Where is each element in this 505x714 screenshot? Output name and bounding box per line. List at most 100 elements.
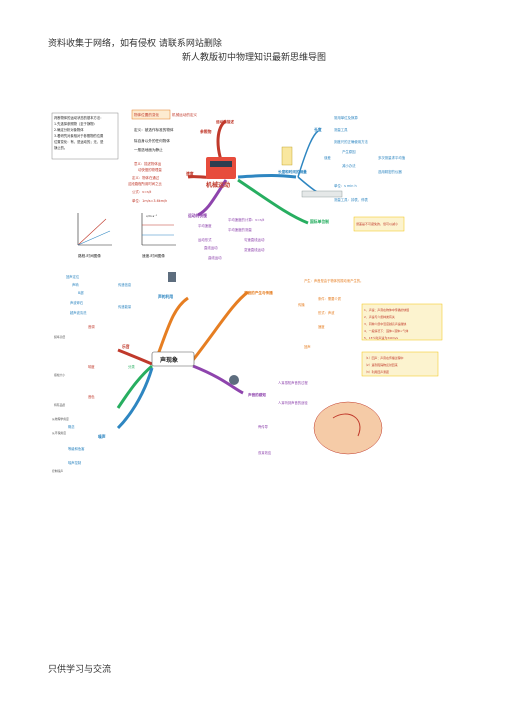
use-item: B超: [78, 290, 84, 295]
noise-item: 等级和危害: [68, 446, 85, 451]
speed-note: 2、声速与介质种类有关: [364, 314, 395, 319]
speed-item: 定义：物体在通过: [132, 175, 160, 180]
length-item: 多次测量求平均值: [378, 155, 406, 160]
production-item: 形式：声波: [318, 310, 335, 315]
measure-note: 误差是不可避免的，但可以减小: [356, 221, 398, 226]
use-item: 回声定位: [66, 274, 80, 279]
si-node: 国际单位制: [310, 219, 329, 224]
mt-item: 平均速度: [198, 223, 212, 228]
center-node: 机械运动: [206, 181, 230, 189]
speed-note: 5、15℃时声速为340m/s: [364, 335, 399, 340]
note-line: 静止的。: [54, 145, 67, 150]
motion-item: 机械运动的定义: [172, 112, 198, 117]
reception-item: 人耳听到声音的途径: [278, 400, 308, 405]
echo-note: （3）利用回声测距: [364, 369, 389, 374]
production-item: 条件：需要介质: [318, 296, 342, 301]
length-item: 减小办法: [342, 163, 356, 168]
speed-note: 1、声速：声音在物体中传播的快慢: [364, 307, 409, 312]
length-item: 刻度尺的正确使用方法: [334, 139, 369, 144]
motion-item: 定义：被选作标准的物体: [134, 127, 174, 132]
note-box: [51, 112, 119, 160]
mt-item: 直线运动: [204, 245, 218, 250]
use-item: 声波碎石: [70, 300, 84, 305]
speed-item: 这段路程所用时间之比: [128, 181, 163, 186]
use-item: 声呐: [72, 282, 79, 287]
car-icon: [210, 161, 232, 167]
time-item: 单位：s min h: [334, 183, 357, 188]
echo-note-box: [361, 351, 439, 377]
mt-item: 曲线运动: [208, 255, 222, 260]
footer-note: 只供学习与交流: [48, 665, 112, 675]
mt-item: 运动形式: [198, 237, 212, 242]
note-line: 1.先选择参照物（至于静物）: [54, 121, 97, 126]
ear-icon: [313, 401, 383, 455]
graph-title: 路程-时间图像: [78, 253, 101, 258]
reception-item: 双耳效应: [258, 450, 272, 455]
center-node: 声现象: [159, 356, 178, 364]
motion-item: 除自身以外的任何物体: [134, 138, 170, 143]
speed-note: 3、同种介质中温度越高声速越快: [364, 321, 406, 326]
features-branch: 乐音: [122, 344, 130, 349]
mt-item: 变速直线运动: [244, 247, 265, 252]
graph-label: v/m·s⁻¹: [146, 214, 158, 218]
time-item: 测量工具：钟表、停表: [334, 197, 369, 202]
ruler-icon: [281, 146, 293, 166]
production-branch: 声音的产生与传播: [243, 290, 273, 295]
note-line: 2.确定分析对象物体: [54, 127, 84, 132]
measure-branch: 长度和时间的测量: [278, 169, 307, 174]
speed-note-box: [361, 303, 443, 341]
noise-item: 噪声控制: [68, 460, 82, 465]
feature-label: 特有品质: [54, 403, 65, 407]
motion-branch: 运动的描述: [216, 119, 234, 124]
motion-item: 参照物: [199, 129, 212, 134]
microphone-icon: [229, 375, 239, 385]
noise-branch: 噪声: [98, 434, 106, 439]
noise-label: 控制噪声: [52, 469, 63, 473]
note-line: 判断物体的运动状态的基本方法：: [54, 115, 103, 120]
speed-item: 公式：v=s/t: [132, 189, 152, 194]
noise-label: 从物理学角度: [52, 417, 69, 421]
production-item: 传播: [298, 302, 305, 307]
note-line: 位置变化：有，是运动的；无，是: [54, 139, 104, 144]
speed-note: 4、一般情况下：固体>液体>气体: [364, 328, 408, 333]
classify-label: 分类: [128, 364, 135, 369]
motion-tag: 物体位置的变化: [134, 112, 160, 117]
mt-item: 平均速度的计算：v=s/t: [228, 217, 265, 222]
feature-item: 音调: [88, 324, 95, 329]
length-item: 选用精密的仪器: [378, 169, 402, 174]
sound-mindmap: 声现象 声的利用 回声定位 声呐 B超 传递信息 声波碎石 超声波清洗 传递能量…: [48, 268, 457, 480]
feature-label: 振幅大小: [54, 373, 65, 377]
feature-label: 频率高低: [54, 335, 65, 339]
graph-title: 速度-时间图像: [142, 253, 165, 258]
production-item: 产生：声音是由于物体的振动而产生的。: [304, 278, 363, 283]
use-branch: 声的利用: [158, 294, 173, 299]
use-item: 传递能量: [118, 304, 132, 309]
length-item: 测量工具: [334, 127, 348, 132]
reception-branch: 声音的感知: [247, 392, 266, 397]
mechanical-motion-mindmap: 判断物体的运动状态的基本方法： 1.先选择参照物（至于静物） 2.确定分析对象物…: [48, 105, 457, 265]
length-node: 长度: [314, 127, 322, 132]
length-item: 产生原因: [342, 149, 356, 154]
feature-item: 响度: [88, 364, 95, 369]
velocity-time-graph: v/m·s⁻¹ 速度-时间图像: [141, 213, 176, 258]
speed-item: 意义：描述物体运: [134, 161, 162, 166]
length-item: 误差: [324, 155, 331, 160]
ruler-picture: [301, 190, 343, 198]
speaker-icon: [168, 272, 176, 282]
production-item: 速度: [318, 324, 325, 329]
feature-item: 音色: [88, 394, 95, 399]
echo-note: （1）回声：声音在传播过程中: [364, 355, 404, 360]
page-title: 新人教版初中物理知识最新思维导图: [182, 53, 327, 63]
center-icon: [206, 157, 236, 179]
motion-item: 一般选地面为静止: [134, 147, 163, 152]
copyright-notice: 资料收集于网络，如有侵权 请联系网站删除: [48, 39, 222, 49]
center-box: [151, 351, 195, 367]
mt-item: 匀速直线运动: [244, 237, 265, 242]
use-item: 超声波清洗: [70, 310, 87, 315]
reception-item: 骨传导: [258, 424, 269, 429]
noise-label: 从环保角度: [52, 431, 66, 435]
use-item: 传递信息: [118, 282, 132, 287]
noise-item: 概念: [68, 424, 75, 429]
distance-time-graph: 路程-时间图像: [77, 213, 112, 258]
reception-item: 人耳感知声音的过程: [278, 380, 308, 385]
